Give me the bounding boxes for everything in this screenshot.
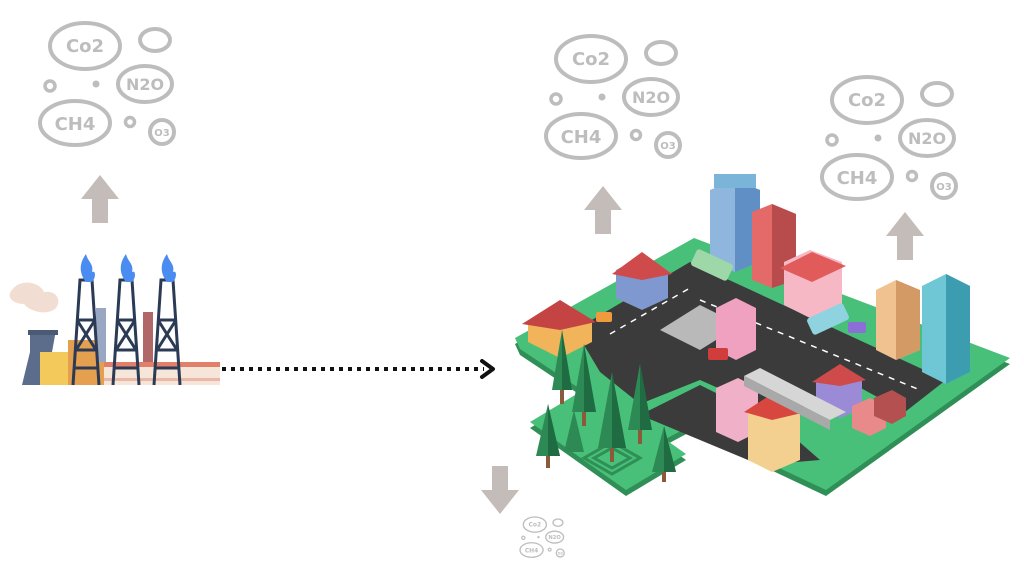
n2o-label: N2O: [632, 88, 670, 107]
ch4-label: CH4: [561, 127, 602, 148]
down-arrow-icon: [481, 466, 519, 514]
gas-cluster-city-right: Co2 N2O CH4 O3: [822, 77, 956, 199]
gas-cluster-city-left: Co2 N2O CH4 O3: [546, 36, 680, 158]
dotted-arrow-icon: [222, 361, 493, 377]
factory-icon: [10, 254, 220, 385]
up-arrow-icon: [81, 175, 119, 223]
n2o-label: N2O: [126, 75, 164, 94]
co2-label: Co2: [572, 49, 610, 70]
gas-cluster-factory: Co2 N2O CH4 O3: [40, 23, 174, 145]
o3-label: O3: [660, 141, 676, 152]
ch4-label: CH4: [837, 168, 878, 189]
gas-cluster-small: Co2 N2O CH4 O3: [520, 517, 564, 557]
co2-label: Co2: [529, 522, 542, 529]
n2o-label: N2O: [908, 129, 946, 148]
ch4-label: CH4: [525, 547, 538, 554]
o3-label: O3: [558, 551, 564, 555]
up-arrow-icon: [584, 186, 622, 234]
ch4-label: CH4: [55, 114, 96, 135]
co2-label: Co2: [66, 36, 104, 57]
n2o-label: N2O: [548, 535, 561, 541]
up-arrow-icon: [886, 212, 924, 260]
o3-label: O3: [154, 128, 170, 139]
o3-label: O3: [936, 182, 952, 193]
co2-label: Co2: [848, 90, 886, 111]
